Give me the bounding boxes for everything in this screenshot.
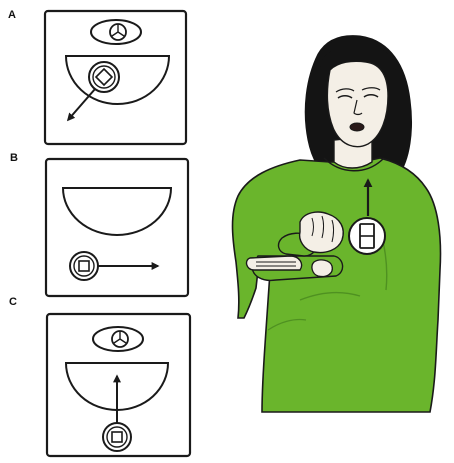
arrow-down-left-icon — [68, 89, 95, 120]
b-handshape-icon — [349, 218, 385, 254]
panel-b-frame — [46, 159, 188, 296]
body-zone-bowl — [63, 188, 171, 235]
face-symbol-icon — [91, 20, 141, 44]
flat-hand — [247, 256, 302, 270]
panel-c — [47, 314, 190, 456]
diamond-handshape-icon — [89, 62, 119, 92]
square-handshape-icon — [70, 252, 98, 280]
signing-person-illustration — [233, 36, 441, 412]
panel-b — [46, 159, 188, 296]
face — [327, 61, 388, 146]
face-symbol-icon — [93, 327, 143, 351]
mouth — [350, 123, 364, 131]
panel-a — [45, 11, 186, 144]
square-handshape-icon — [103, 423, 131, 451]
fist — [300, 212, 344, 252]
shirt — [233, 158, 441, 412]
